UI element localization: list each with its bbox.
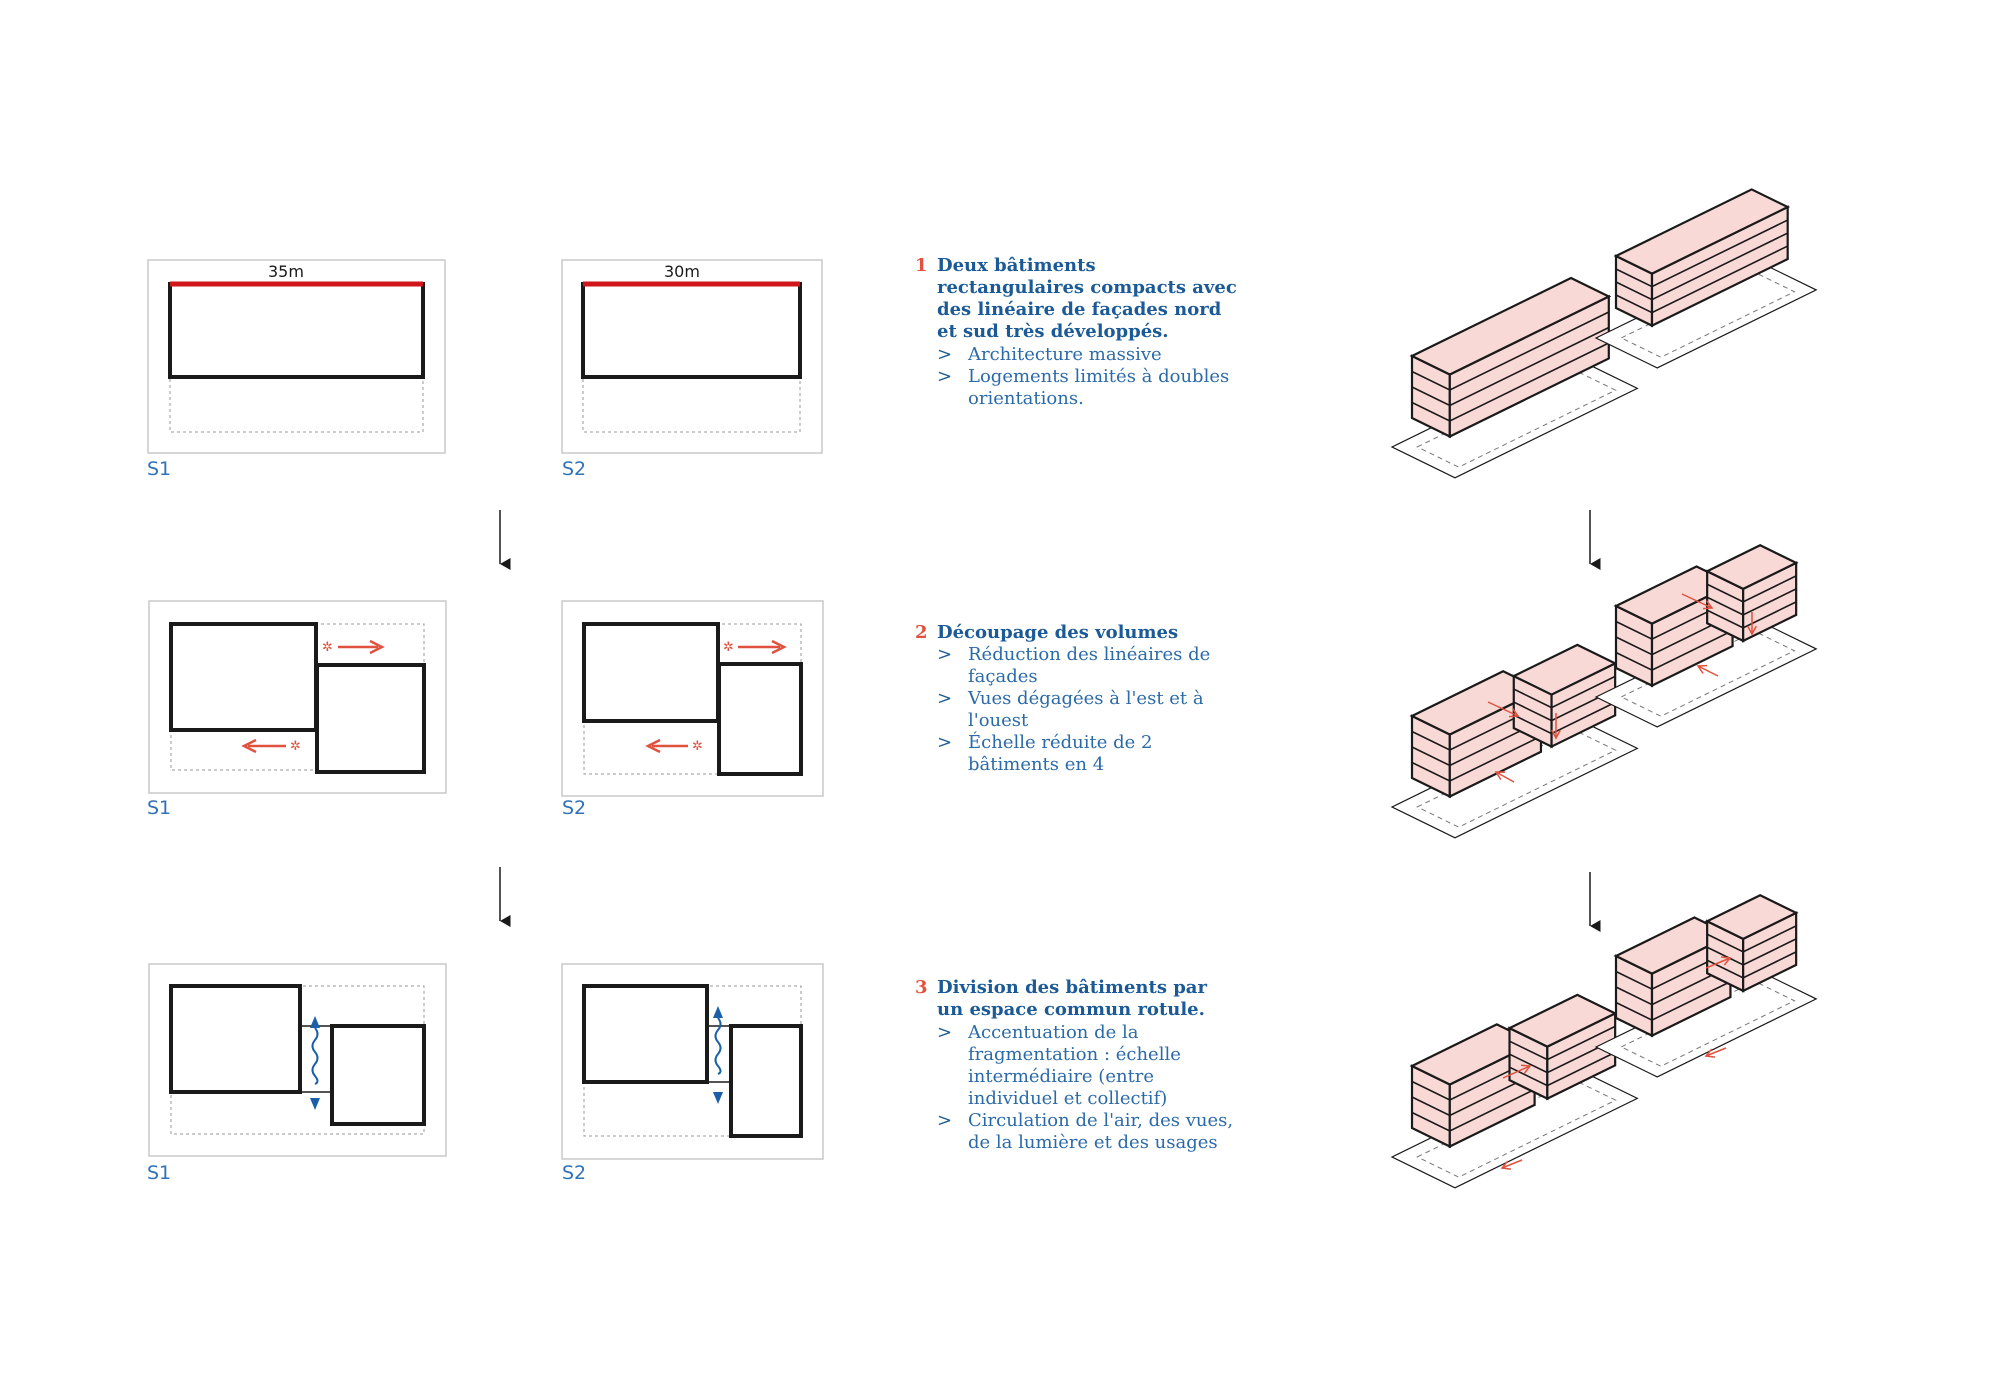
view-arrow-west: ✲: [645, 738, 703, 754]
volume-s1-roof: [1409, 276, 1612, 376]
dimension-label-s1: 35m: [268, 262, 304, 281]
step-3-text: 3 Division des bâtiments par un espace c…: [915, 977, 1255, 1177]
floor-line: [1411, 1073, 1535, 1117]
site-label-s2: S2: [562, 458, 587, 480]
floor-line: [1411, 704, 1542, 751]
site-dashed-outline: [1416, 1079, 1617, 1178]
step-2-text: 2 Découpage des volumes >Réduction des l…: [915, 622, 1255, 802]
view-arrow: [1495, 771, 1515, 783]
floor-line: [1411, 1057, 1535, 1101]
plan-s2-step2: [561, 600, 824, 797]
view-arrow-head: [1747, 625, 1757, 636]
step-1-text: 1 Deux bâtiments rectangulaires compacts…: [915, 255, 1255, 415]
step-number: 3: [915, 977, 928, 998]
floor-line: [1411, 342, 1610, 422]
floor-line: [1411, 720, 1542, 767]
step-bullet: >Accentuation de la fragmentation : éche…: [937, 1022, 1181, 1109]
plan-s1-step1: [147, 259, 446, 454]
view-arrow-head: [1551, 729, 1561, 740]
floor-line: [1411, 311, 1610, 391]
floor-line: [1509, 1025, 1616, 1061]
view-arrow-head: [1696, 664, 1708, 674]
step-bullet: >Échelle réduite de 2 bâtiments en 4: [937, 732, 1153, 775]
floor-line: [1615, 245, 1789, 314]
floor-line: [1411, 1088, 1535, 1132]
floor-line: [1513, 688, 1616, 722]
site-label-s1: S1: [147, 458, 172, 480]
site-label-s1: S1: [147, 1162, 172, 1184]
floor-line: [1509, 1038, 1616, 1074]
step-bullet: >Circulation de l'air, des vues, de la l…: [937, 1110, 1234, 1153]
floor-line: [1615, 629, 1733, 671]
view-arrow-head: [1520, 1064, 1532, 1074]
floor-line: [1706, 601, 1797, 629]
floor-line: [1411, 735, 1542, 782]
svg-text:✲: ✲: [692, 739, 703, 754]
circulation-icon: [713, 1006, 723, 1104]
svg-text:✲: ✲: [290, 739, 301, 754]
site-label-s2: S2: [562, 797, 587, 819]
site-label-s1: S1: [147, 797, 172, 819]
step-bullet: >Logements limités à doubles orientation…: [937, 366, 1230, 409]
floor-line: [1706, 588, 1797, 616]
plan-s1-step2: [148, 600, 447, 794]
step-number: 1: [915, 255, 928, 276]
view-arrow-east: ✲: [723, 639, 787, 655]
view-arrow: [1697, 665, 1719, 677]
floor-line: [1615, 949, 1731, 990]
view-arrow-head: [1508, 708, 1520, 718]
floor-line: [1513, 701, 1616, 735]
floor-line: [1615, 219, 1789, 288]
floor-line: [1706, 925, 1797, 953]
site-dashed-outline: [1416, 729, 1617, 828]
view-arrow: [1705, 1047, 1727, 1057]
plan-s2-step1: [561, 259, 823, 454]
view-arrow: [1681, 593, 1713, 609]
view-arrow: [1705, 957, 1731, 969]
floor-line: [1513, 675, 1616, 709]
floor-line: [1615, 232, 1789, 301]
view-arrow: [1487, 701, 1519, 717]
floor-line: [1411, 326, 1610, 407]
view-arrow-head: [1494, 771, 1506, 781]
axonometric-volumes: [1390, 188, 1818, 1189]
step-title: Découpage des volumes: [937, 622, 1179, 643]
step-bullet: >Architecture massive: [937, 344, 1162, 365]
view-arrow-head: [1704, 1048, 1716, 1058]
view-arrow-head: [1702, 600, 1714, 610]
circulation-icon: [310, 1016, 320, 1110]
floor-line: [1706, 575, 1797, 603]
volume-s2-roof: [1613, 188, 1791, 275]
svg-text:✲: ✲: [723, 640, 734, 655]
step-bullet: >Réduction des linéaires de façades: [937, 644, 1211, 687]
step-title: Division des bâtiments par un espace com…: [937, 977, 1207, 1020]
view-arrow-west: ✲: [241, 738, 301, 754]
step-title: Deux bâtiments rectangulaires compacts a…: [937, 255, 1237, 342]
step-number: 2: [915, 622, 928, 643]
floor-line: [1509, 1051, 1616, 1087]
floor-line: [1615, 598, 1733, 640]
view-arrow-head: [1720, 956, 1732, 966]
floor-line: [1615, 965, 1731, 1006]
site-label-s2: S2: [562, 1162, 587, 1184]
volume-s2-b-roof: [1704, 894, 1799, 941]
floor-line: [1706, 938, 1797, 966]
dimension-label-s2: 30m: [664, 262, 700, 281]
volume-s2-b-roof: [1704, 544, 1799, 591]
floor-line: [1706, 951, 1797, 979]
svg-text:✲: ✲: [322, 640, 333, 655]
site-dashed-outline: [1416, 369, 1617, 468]
plan-s1-step3: [148, 963, 447, 1157]
view-arrow-east: ✲: [322, 639, 385, 655]
view-arrow-head: [1500, 1160, 1512, 1170]
floor-line: [1615, 614, 1733, 656]
step-bullet: >Vues dégagées à l'est et à l'ouest: [937, 688, 1204, 731]
view-arrow: [1502, 1065, 1531, 1079]
floor-line: [1615, 980, 1731, 1021]
plan-s2-step3: [561, 963, 824, 1160]
view-arrow: [1501, 1159, 1523, 1169]
